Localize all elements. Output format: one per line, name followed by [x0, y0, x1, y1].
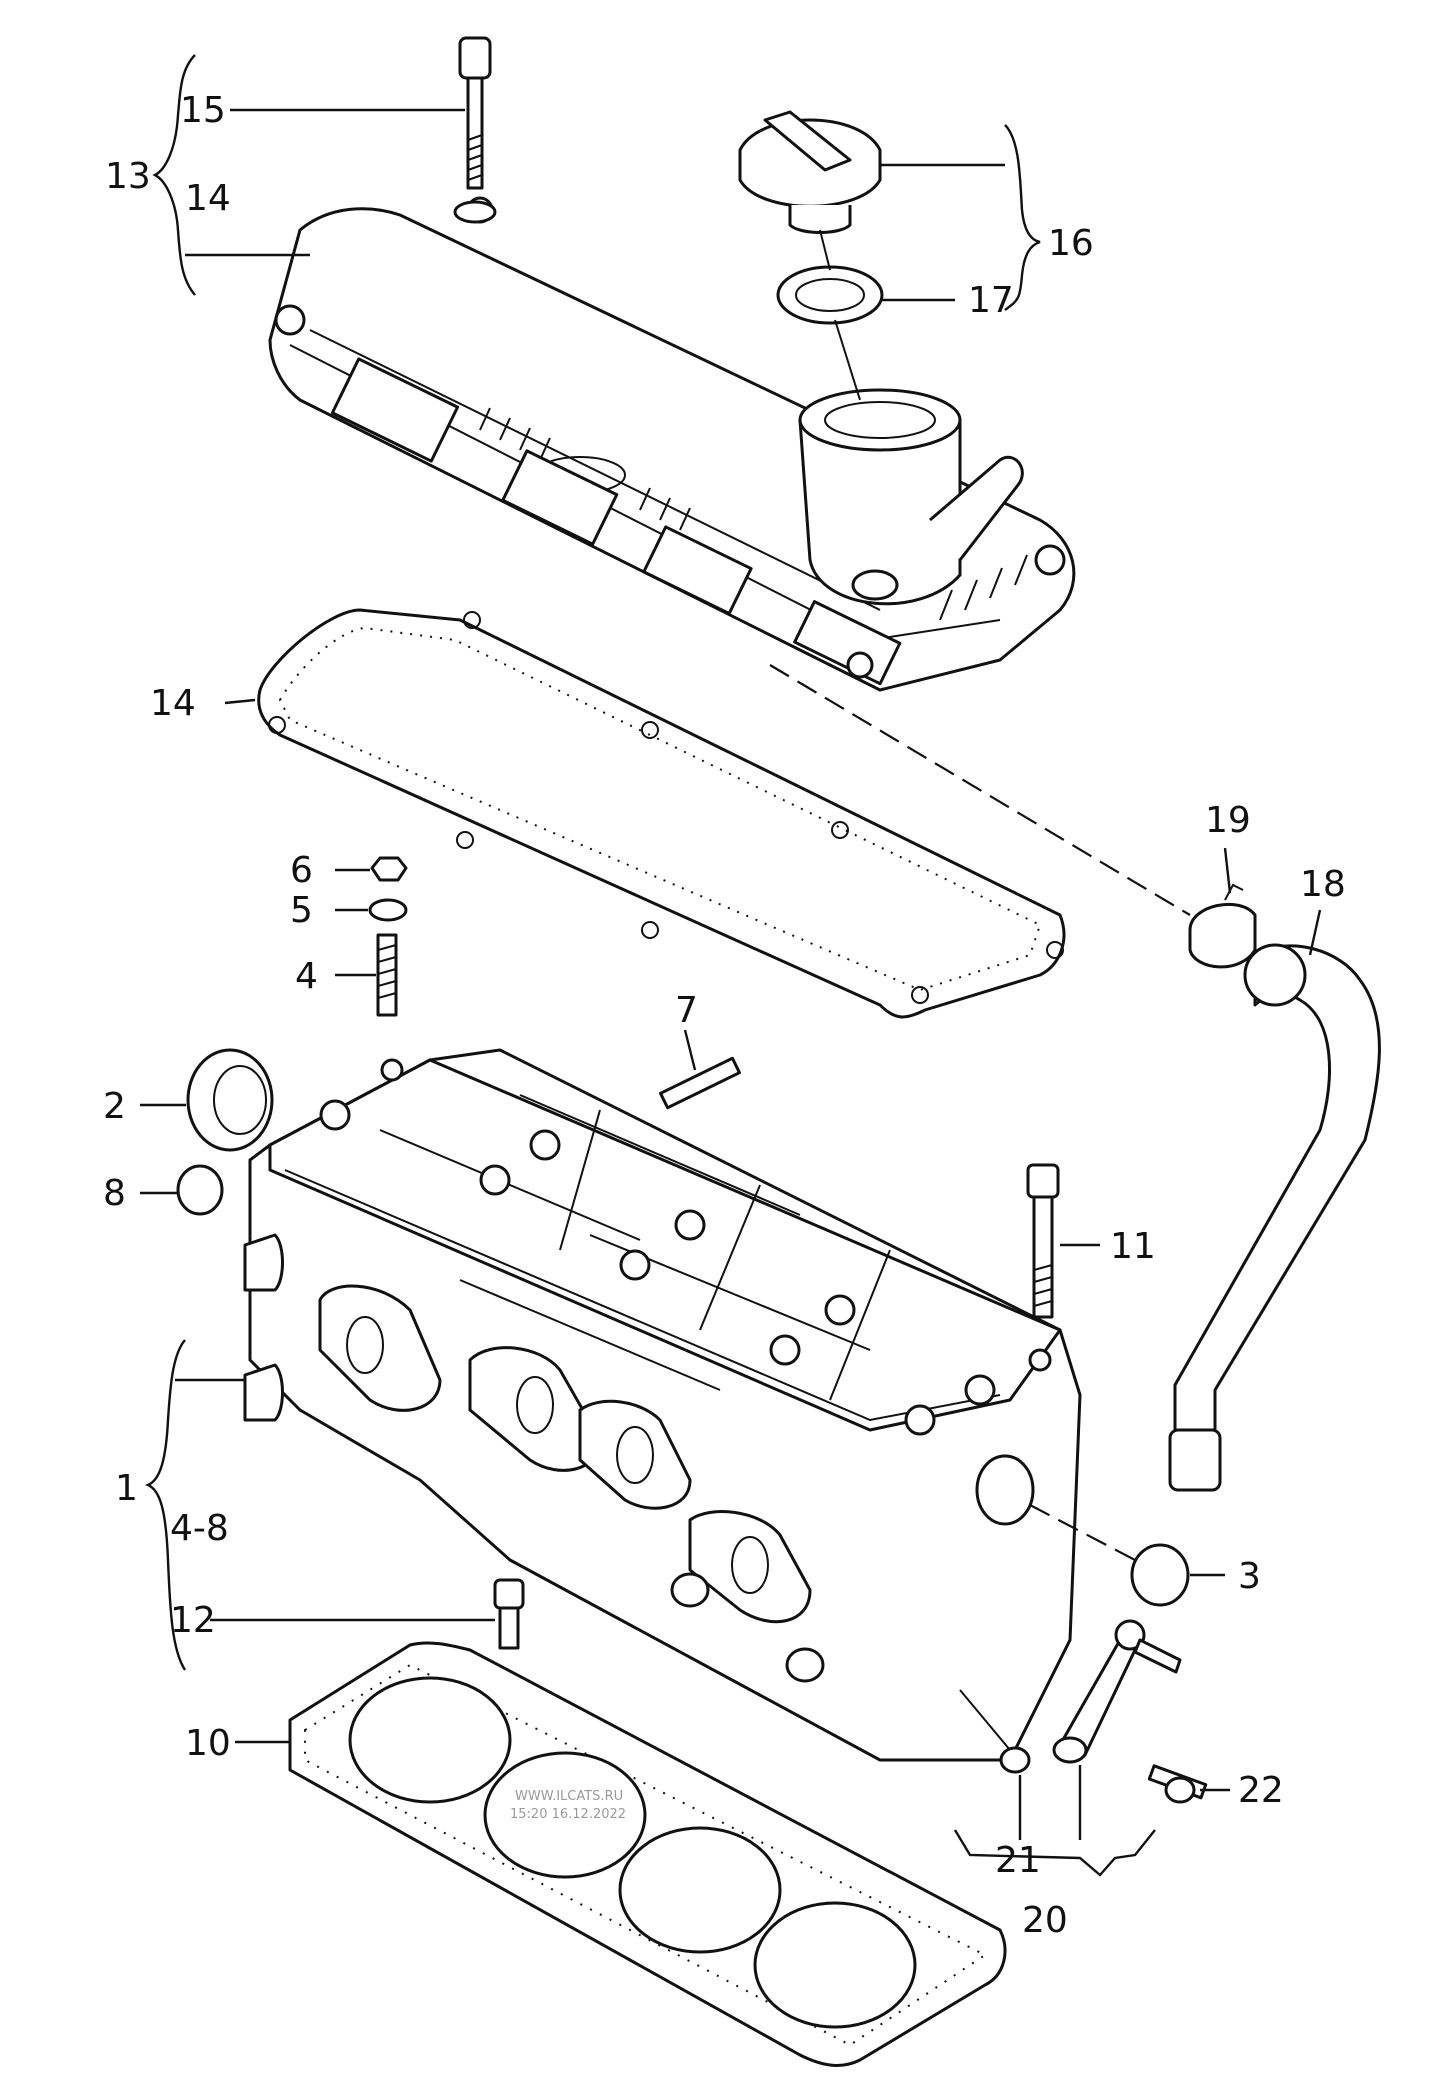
label-15: 15: [180, 90, 226, 131]
watermark-site: WWW.ILCATS.RU: [515, 1789, 623, 1804]
sender-guide-line: [959, 1689, 1011, 1751]
oil-filler-neck[interactable]: [798, 388, 1024, 606]
label-14-upper: 14: [185, 178, 231, 219]
label-8: 8: [103, 1173, 126, 1214]
cylinder-head[interactable]: [243, 1048, 1082, 1762]
plug-dashline: [1029, 1504, 1136, 1561]
hose-connection-dashline: [769, 664, 1191, 916]
stud-7[interactable]: [659, 1056, 741, 1110]
label-17: 17: [968, 280, 1014, 321]
washer[interactable]: [368, 898, 408, 922]
label-11: 11: [1110, 1226, 1156, 1267]
group-brackets: [144, 54, 1156, 1877]
cover-bolt[interactable]: [453, 36, 497, 224]
label-6: 6: [290, 850, 313, 891]
label-18: 18: [1300, 864, 1346, 905]
cap-alignment-line: [819, 229, 861, 401]
label-5: 5: [290, 890, 313, 931]
watermark: WWW.ILCATS.RU 15:20 16.12.2022: [510, 1789, 626, 1822]
watermark-timestamp: 15:20 16.12.2022: [510, 1807, 626, 1822]
label-7: 7: [675, 990, 698, 1031]
label-20: 20: [1022, 1900, 1068, 1941]
camshaft-oil-seal[interactable]: [186, 1048, 274, 1152]
label-1: 1: [115, 1468, 138, 1509]
label-4-8: 4-8: [170, 1508, 229, 1549]
label-12: 12: [170, 1600, 216, 1641]
label-10: 10: [185, 1723, 231, 1764]
label-21: 21: [995, 1840, 1041, 1881]
part-labels: 15 13 14 16 17 14 19 18 6 5 4 7 2 8 11 1…: [103, 90, 1346, 1941]
stud[interactable]: [376, 933, 398, 1017]
label-22: 22: [1238, 1770, 1284, 1811]
lower-bolt[interactable]: [493, 1578, 525, 1650]
leader-lines: [140, 108, 1322, 1840]
oil-filler-cap[interactable]: [738, 110, 882, 234]
head-bolt[interactable]: [1026, 1163, 1060, 1319]
label-14-lower: 14: [150, 683, 196, 724]
temperature-sender[interactable]: [999, 1619, 1182, 1774]
nut[interactable]: [370, 856, 408, 882]
label-16: 16: [1048, 223, 1094, 264]
label-19: 19: [1205, 800, 1251, 841]
end-plug[interactable]: [1130, 1543, 1190, 1607]
valve-cover-gasket[interactable]: [257, 608, 1066, 1019]
label-4: 4: [295, 956, 318, 997]
hose-clamp[interactable]: [1188, 883, 1257, 969]
cylinder-head-gasket[interactable]: [288, 1641, 1007, 2067]
label-13: 13: [105, 156, 151, 197]
filler-cap-seal-ring[interactable]: [776, 265, 884, 325]
crankcase-breather-hose[interactable]: [1168, 943, 1381, 1492]
label-3: 3: [1238, 1556, 1261, 1597]
label-2: 2: [103, 1086, 126, 1127]
sender-bolt[interactable]: [1147, 1764, 1208, 1804]
sealing-plug[interactable]: [176, 1164, 224, 1216]
